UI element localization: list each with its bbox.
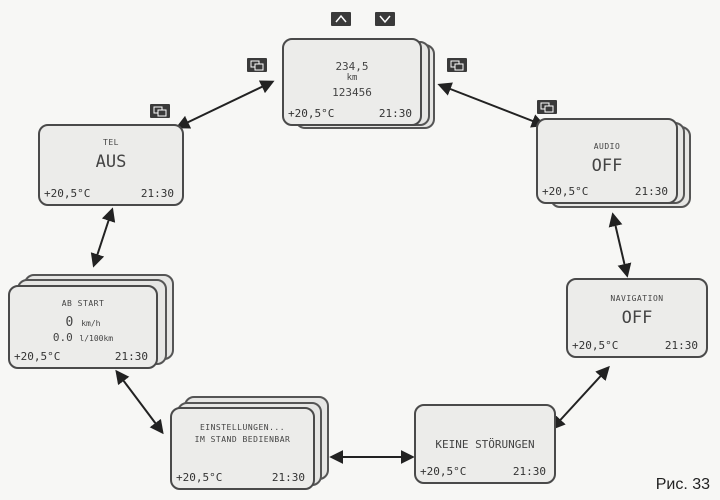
ab-start-consumption-row: 0.0 l/100km <box>10 331 156 344</box>
outside-temperature: +20,5°C <box>176 471 223 484</box>
arrow-navigation-stoerungen <box>551 365 610 431</box>
outside-temperature: +20,5°C <box>542 185 589 198</box>
trip-odometer: 123456 <box>332 86 372 99</box>
outside-temperature: +20,5°C <box>44 187 91 200</box>
screen-value: KEINE STÖRUNGEN <box>435 438 535 451</box>
outside-temperature: +20,5°C <box>420 465 467 478</box>
clock-time: 21:30 <box>378 107 412 120</box>
clock-time: 21:30 <box>114 350 148 363</box>
screen-trip[interactable]: 234,5 km 123456 +20,5°C 21:30 <box>282 38 422 126</box>
clock-time: 21:30 <box>512 465 546 478</box>
page-switch-icon[interactable] <box>537 100 557 114</box>
arrow-down-icon[interactable] <box>375 12 395 26</box>
screen-navigation[interactable]: NAVIGATION OFF +20,5°C 21:30 <box>566 278 708 358</box>
screen-einstellungen[interactable]: EINSTELLUNGEN... IM STAND BEDIENBAR +20,… <box>170 407 315 490</box>
ab-start-speed-row: 0 km/h <box>10 315 156 330</box>
screen-audio[interactable]: AUDIO OFF +20,5°C 21:30 <box>536 118 678 204</box>
screen-value: AUS <box>95 152 127 172</box>
screen-label: TEL <box>103 138 119 147</box>
screen-value: OFF <box>591 156 623 176</box>
trip-unit: km <box>346 73 358 83</box>
arrow-abstart-einstellungen <box>115 369 164 435</box>
page-switch-icon[interactable] <box>447 58 467 72</box>
speed-unit: km/h <box>81 319 101 328</box>
arrow-tel-abstart <box>90 207 116 268</box>
arrow-audio-navigation <box>608 212 632 278</box>
screen-ab-start[interactable]: AB START 0 km/h 0.0 l/100km +20,5°C 21:3… <box>8 285 158 369</box>
screen-label: NAVIGATION <box>610 294 664 303</box>
consumption-unit: l/100km <box>79 334 114 343</box>
screen-label: AUDIO <box>593 142 621 151</box>
screen-tel[interactable]: TEL AUS +20,5°C 21:30 <box>38 124 184 206</box>
outside-temperature: +20,5°C <box>14 350 61 363</box>
settings-line-1: EINSTELLUNGEN... <box>199 423 286 432</box>
settings-line-2: IM STAND BEDIENBAR <box>194 435 291 444</box>
clock-time: 21:30 <box>664 339 698 352</box>
outside-temperature: +20,5°C <box>572 339 619 352</box>
consumption-value: 0.0 <box>52 331 73 344</box>
clock-time: 21:30 <box>140 187 174 200</box>
arrow-up-icon[interactable] <box>331 12 351 26</box>
speed-value: 0 <box>65 315 74 330</box>
arrow-trip-tel <box>175 80 275 129</box>
outside-temperature: +20,5°C <box>288 107 335 120</box>
clock-time: 21:30 <box>634 185 668 198</box>
page-switch-icon[interactable] <box>247 58 267 72</box>
arrow-trip-audio <box>437 82 546 128</box>
clock-time: 21:30 <box>271 471 305 484</box>
trip-distance: 234,5 <box>335 60 369 73</box>
screen-stoerungen[interactable]: KEINE STÖRUNGEN +20,5°C 21:30 <box>414 404 556 484</box>
page-switch-icon[interactable] <box>150 104 170 118</box>
screen-value: OFF <box>621 308 653 328</box>
screen-label: AB START <box>61 299 105 308</box>
figure-label: Рис. 33 <box>655 476 710 493</box>
